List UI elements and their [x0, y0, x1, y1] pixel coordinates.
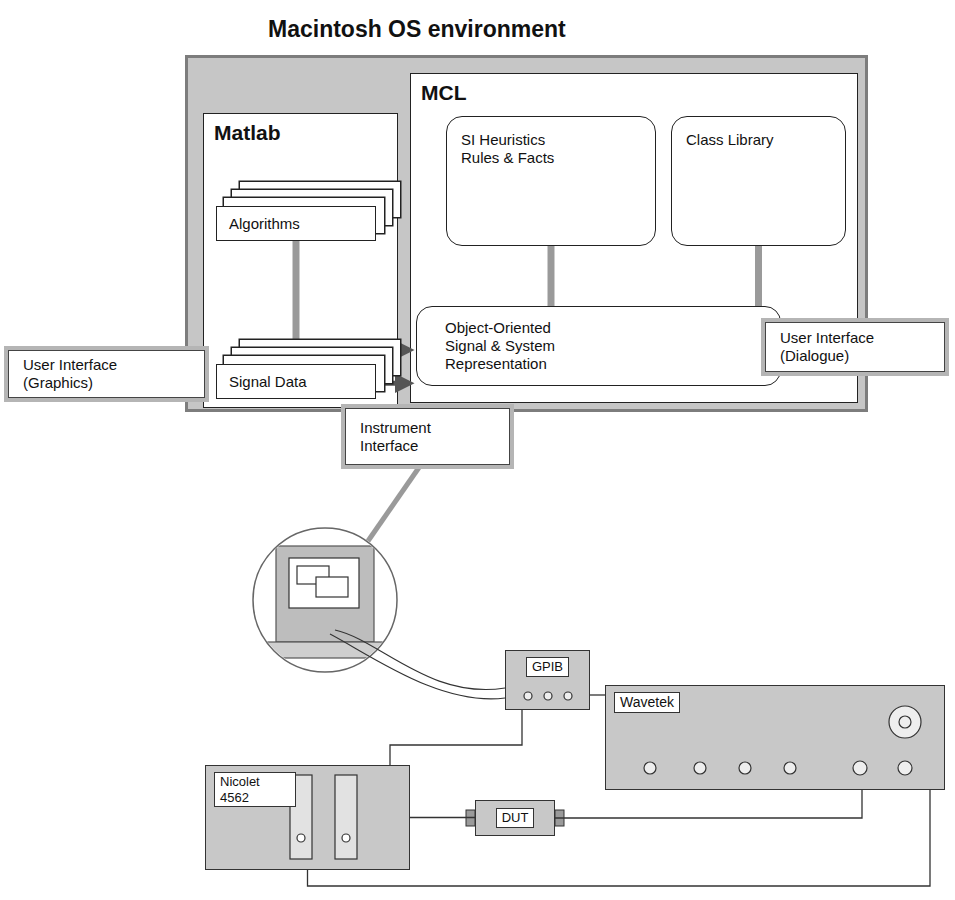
knob [784, 762, 796, 774]
computer-icon [316, 577, 348, 597]
generator-device: Wavetek [605, 685, 945, 790]
device-body [205, 650, 945, 870]
node-label: Object-Oriented Signal & System Represen… [445, 319, 595, 373]
device-body [475, 800, 555, 836]
signal-wire [410, 817, 475, 818]
knob [524, 692, 921, 775]
class-library-box: Class Library [671, 116, 846, 246]
node-label: Wavetek [614, 692, 680, 713]
node-label: Instrument Interface [360, 419, 460, 455]
signal-data-stack: Signal Data [216, 364, 376, 399]
computer-icon [276, 546, 374, 642]
computer-icon [253, 528, 397, 672]
knob [889, 706, 921, 738]
computer-icon [297, 566, 329, 584]
leader-line [368, 466, 420, 541]
knob [564, 692, 572, 700]
cable [330, 634, 505, 699]
computer-icon [253, 528, 397, 672]
node-label: DUT [496, 808, 535, 828]
interface-box: User Interface (Dialogue) [765, 322, 945, 372]
node-label: Algorithms [229, 215, 300, 233]
plugin-slot [335, 775, 357, 859]
algorithm-stack: Algorithms [216, 206, 376, 241]
knob [694, 762, 706, 774]
representation-box: Object-Oriented Signal & System Represen… [416, 306, 781, 386]
connector-stub [555, 810, 564, 826]
device-body [605, 685, 945, 790]
node-label: Class Library [686, 131, 774, 149]
node-label: Matlab [214, 120, 387, 145]
node-label: User Interface (Graphics) [23, 356, 153, 392]
node-label: Macintosh OS environment [268, 16, 566, 44]
knob [644, 762, 656, 774]
knob [739, 762, 751, 774]
node-label: User Interface (Dialogue) [780, 329, 910, 365]
knob [898, 761, 912, 775]
connector-stub [466, 810, 475, 826]
node-label: Nicolet 4562 [214, 772, 296, 807]
cable [330, 630, 505, 699]
node-label: Signal Data [229, 373, 307, 391]
cable [335, 630, 505, 690]
signal-wire [308, 790, 931, 886]
device-body [505, 650, 590, 710]
node-label: MCL [421, 80, 847, 105]
node-label: GPIB [526, 657, 569, 677]
interface-box: User Interface (Graphics) [8, 350, 205, 398]
computer-icon [262, 642, 388, 658]
signal-wire [555, 790, 862, 818]
device-body [205, 765, 410, 870]
interface-box: Instrument Interface [345, 408, 510, 465]
plugin-slot [290, 775, 357, 859]
gpib-device: GPIB [505, 650, 590, 710]
knob [853, 761, 867, 775]
matlab-box: MatlabAlgorithmsSignal Data [203, 113, 398, 408]
signal-wire [390, 710, 522, 765]
analyzer-device: Nicolet 4562 [205, 765, 410, 870]
node-label: SI Heuristics Rules & Facts [461, 131, 581, 167]
dut-device: DUT [475, 800, 555, 836]
plugin-slot [297, 834, 305, 842]
computer-icon [262, 546, 388, 658]
plugin-slot [342, 834, 350, 842]
heuristics-box: SI Heuristics Rules & Facts [446, 116, 656, 246]
knob [524, 692, 532, 700]
signal-wire [590, 694, 605, 695]
computer-icon [289, 558, 359, 608]
knob [544, 692, 552, 700]
knob [899, 716, 911, 728]
